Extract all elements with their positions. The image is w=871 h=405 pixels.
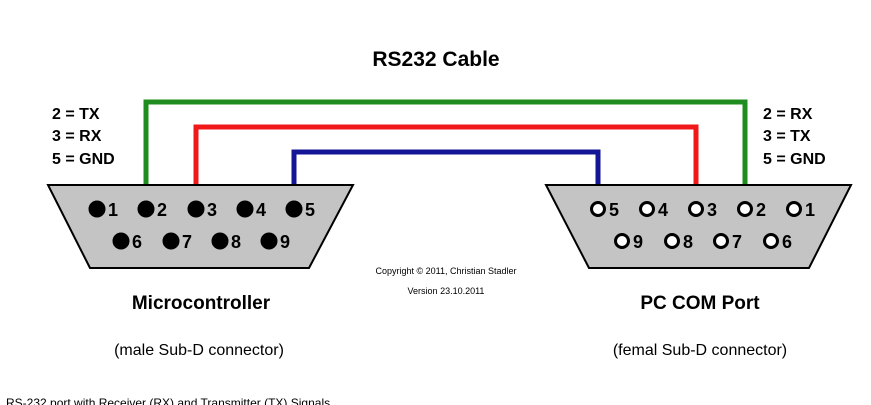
female-pin-8-label: 8 [683, 232, 693, 252]
female-pin-3-icon [688, 201, 704, 217]
female-pin-2-icon [737, 201, 753, 217]
male-pin-9-icon [260, 232, 278, 250]
male-pin-row-1: 1 2 3 4 5 [88, 200, 315, 220]
right-device-subtitle: (femal Sub-D connector) [613, 342, 787, 359]
version-text: Version 23.10.2011 [408, 286, 485, 296]
male-pin-3-label: 3 [207, 200, 217, 220]
right-pinmap-tx: 3 = TX [763, 128, 811, 145]
male-pin-2-icon [137, 200, 155, 218]
left-pin-mapping: 2 = TX 3 = RX 5 = GND [52, 106, 115, 168]
left-device-subtitle: (male Sub-D connector) [114, 342, 284, 359]
male-pin-4-label: 4 [256, 200, 266, 220]
female-pin-row-1: 5 4 3 2 1 [590, 200, 815, 220]
figure-caption: RS-232 port with Receiver (RX) and Trans… [6, 396, 330, 405]
male-pin-6-icon [112, 232, 130, 250]
male-pin-5-icon [285, 200, 303, 218]
male-subd-connector: 1 2 3 4 5 6 7 8 9 [46, 184, 355, 269]
female-pin-8-icon [664, 233, 680, 249]
rx-wire [193, 124, 699, 203]
male-pin-1-label: 1 [108, 200, 118, 220]
female-subd-connector: 5 4 3 2 1 9 8 7 6 [544, 184, 853, 269]
male-pin-9-label: 9 [280, 232, 290, 252]
right-pinmap-gnd: 5 = GND [763, 151, 826, 168]
right-pin-mapping: 2 = RX 3 = TX 5 = GND [763, 106, 826, 168]
female-pin-5-icon [590, 201, 606, 217]
right-pinmap-rx: 2 = RX [763, 106, 813, 123]
diagram-title: RS232 Cable [372, 48, 499, 71]
male-pin-6-label: 6 [132, 232, 142, 252]
female-pin-3-label: 3 [707, 200, 717, 220]
male-pin-1-icon [88, 200, 106, 218]
copyright-text: Copyright © 2011, Christian Stadler [375, 266, 516, 276]
female-pin-6-label: 6 [782, 232, 792, 252]
male-pin-8-label: 8 [231, 232, 241, 252]
female-pin-7-label: 7 [732, 232, 742, 252]
male-pin-7-label: 7 [182, 232, 192, 252]
female-pin-7-icon [713, 233, 729, 249]
male-pin-4-icon [236, 200, 254, 218]
female-pin-5-label: 5 [609, 200, 619, 220]
female-connector-shell [544, 184, 853, 269]
left-pinmap-tx: 2 = TX [52, 106, 100, 123]
male-pin-2-label: 2 [157, 200, 167, 220]
male-pin-8-icon [211, 232, 229, 250]
female-pin-9-icon [614, 233, 630, 249]
left-pinmap-rx: 3 = RX [52, 128, 102, 145]
left-pinmap-gnd: 5 = GND [52, 151, 115, 168]
female-pin-2-label: 2 [756, 200, 766, 220]
left-device-name: Microcontroller [132, 293, 271, 314]
female-pin-4-icon [639, 201, 655, 217]
gnd-wire [291, 149, 601, 203]
tx-wire [143, 99, 748, 203]
female-pin-6-icon [763, 233, 779, 249]
male-pin-7-icon [162, 232, 180, 250]
female-pin-4-label: 4 [658, 200, 668, 220]
female-pin-9-label: 9 [633, 232, 643, 252]
female-pin-row-2: 9 8 7 6 [614, 232, 792, 252]
male-connector-shell [46, 184, 355, 269]
male-pin-3-icon [187, 200, 205, 218]
female-pin-1-label: 1 [805, 200, 815, 220]
male-pin-5-label: 5 [305, 200, 315, 220]
male-pin-row-2: 6 7 8 9 [112, 232, 290, 252]
female-pin-1-icon [786, 201, 802, 217]
right-device-name: PC COM Port [640, 293, 760, 314]
